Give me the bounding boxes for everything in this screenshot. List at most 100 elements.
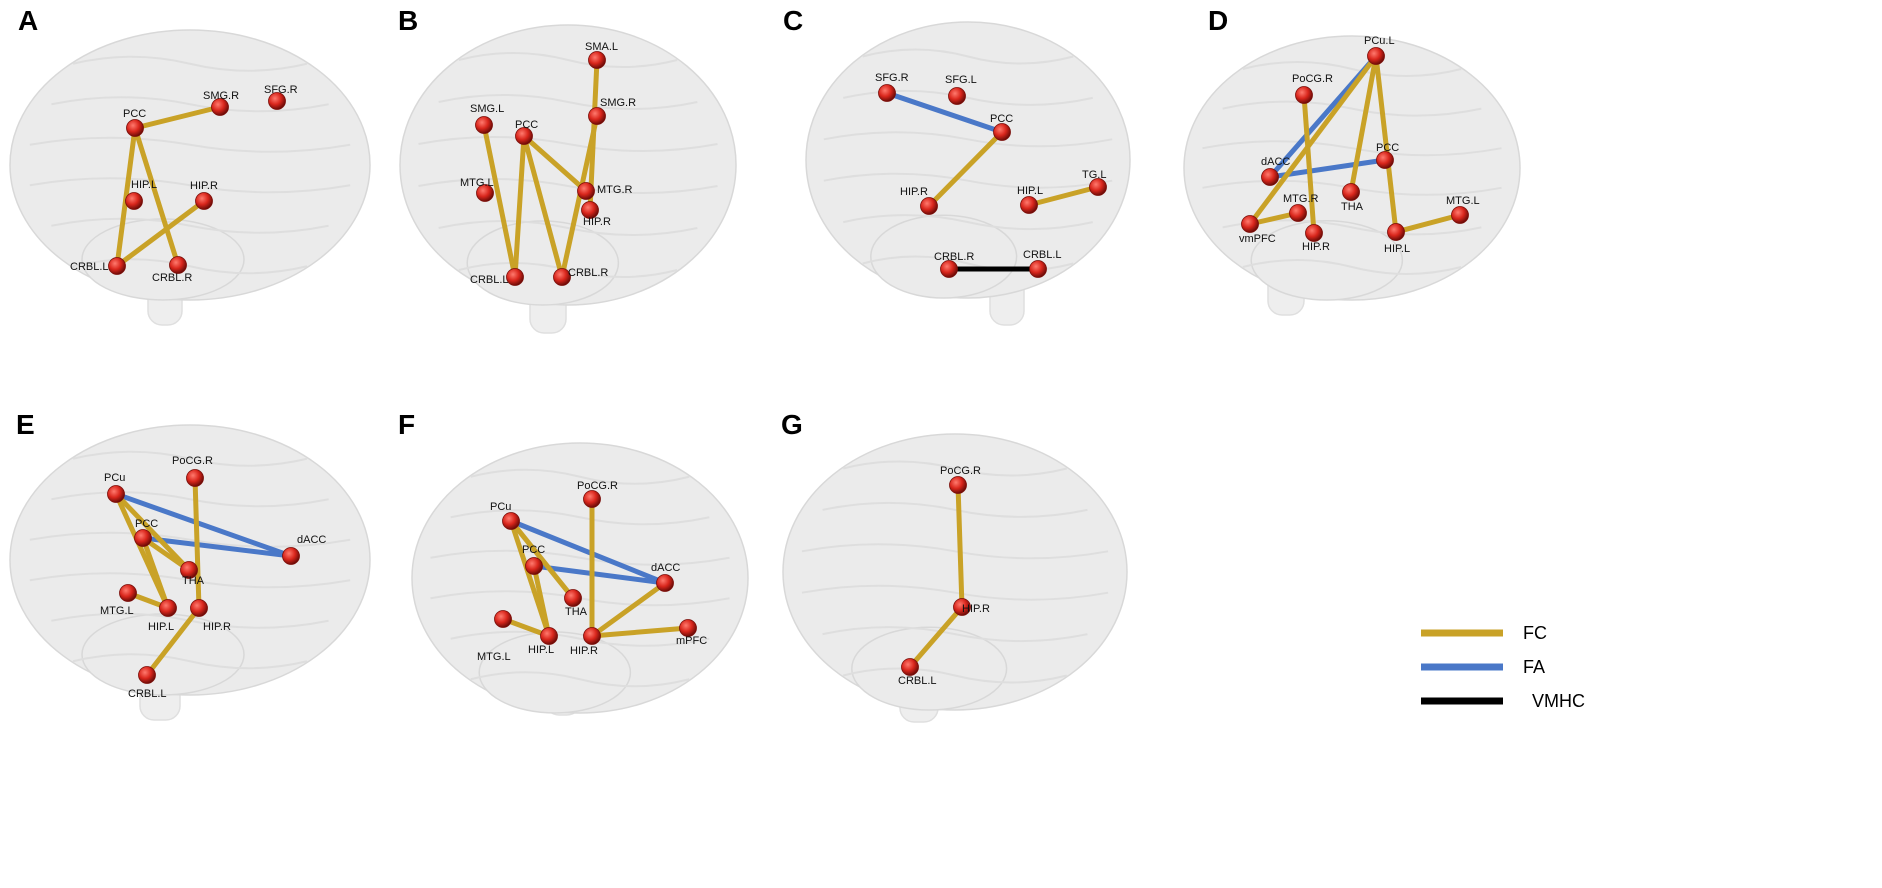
node-hip-r	[581, 201, 599, 219]
node-label-mtg-l: MTG.L	[460, 177, 494, 189]
panel-letter: B	[398, 5, 418, 36]
edge-fc-hip-r-crbl-l	[144, 605, 202, 678]
node-label-pcc: PCC	[123, 108, 146, 120]
node-hip-r	[920, 197, 938, 215]
edge-fa-pcu-dacc	[113, 491, 294, 559]
node-dacc	[1261, 168, 1279, 186]
edge-fc-pocg-r-hip-r	[955, 482, 965, 610]
node-pcc	[993, 123, 1011, 141]
node-label-sfg-l: SFG.L	[945, 74, 977, 86]
edge-fa-pcc-dacc	[531, 563, 668, 586]
node-label-mtg-l: MTG.L	[1446, 195, 1480, 207]
sulcus-line	[842, 667, 1068, 684]
sulcus-line	[842, 460, 1068, 477]
node-label-tg-l: TG.L	[1082, 169, 1106, 181]
sulcus-line	[801, 584, 1109, 601]
node-mtg-l	[119, 584, 137, 602]
node-pocg-r	[949, 476, 967, 494]
node-label-mtg-r: MTG.R	[1283, 193, 1318, 205]
node-crbl-l	[108, 257, 126, 275]
node-label-dacc: dACC	[1261, 156, 1290, 168]
node-label-smg-l: SMG.L	[470, 103, 504, 115]
node-label-pcc: PCC	[1376, 142, 1399, 154]
node-label-pcu-l: PCu.L	[1364, 35, 1395, 47]
sulcus-line	[72, 653, 308, 670]
edge-fc-pcc-hip-r	[926, 129, 1005, 209]
node-label-vmpfc: vmPFC	[1239, 233, 1276, 245]
edge-fc-hip-r-dacc	[589, 580, 668, 639]
cerebellum-shape	[851, 626, 1008, 711]
brain-silhouette	[399, 24, 737, 334]
cerebellum-shape	[1250, 220, 1404, 301]
node-label-hip-l: HIP.L	[131, 179, 157, 191]
sulcus-line	[450, 630, 710, 647]
panel-letter: A	[18, 5, 38, 36]
edge-fc-hip-r-crbl-l	[907, 604, 965, 670]
node-sfg-r	[878, 84, 896, 102]
node-hip-l	[1020, 196, 1038, 214]
node-label-pocg-r: PoCG.R	[1292, 73, 1333, 85]
node-hip-l	[159, 599, 177, 617]
node-label-sma-l: SMA.L	[585, 41, 618, 53]
node-smg-r	[588, 107, 606, 125]
node-mtg-r	[577, 182, 595, 200]
edge-fc-pcc-crbl-r	[521, 133, 565, 280]
node-pocg-r	[186, 469, 204, 487]
edge-fc-pcu-l-tha	[1348, 53, 1379, 195]
node-tha	[564, 589, 582, 607]
node-mpfc	[679, 619, 697, 637]
edge-fc-hip-l-tg-l	[1026, 184, 1101, 208]
sulcus-line	[823, 172, 1113, 189]
node-label-hip-r: HIP.R	[203, 621, 231, 633]
node-label-pocg-r: PoCG.R	[940, 465, 981, 477]
sulcus-line	[430, 549, 730, 566]
edge-fc-hip-l-mtg-l	[1393, 212, 1463, 235]
panel-letter: D	[1208, 5, 1228, 36]
node-tg-l	[1089, 178, 1107, 196]
brain-silhouette	[1183, 35, 1521, 316]
edge-fc-pcu-tha	[508, 518, 576, 601]
node-hip-l	[540, 627, 558, 645]
node-hip-l	[125, 192, 143, 210]
sulcus-line	[450, 509, 710, 526]
sulcus-line	[1242, 61, 1462, 77]
cerebellum-shape	[870, 214, 1018, 299]
node-label-pcc: PCC	[515, 119, 538, 131]
node-label-mtg-r: MTG.R	[597, 184, 632, 196]
edge-fc-pcc-hip-l	[140, 535, 171, 611]
node-label-dacc: dACC	[297, 534, 326, 546]
sulcus-line	[1242, 259, 1462, 275]
node-dacc	[282, 547, 300, 565]
node-label-pcc: PCC	[135, 518, 158, 530]
node-hip-r	[583, 627, 601, 645]
sulcus-line	[458, 52, 678, 68]
node-smg-l	[475, 116, 493, 134]
node-pcc	[515, 127, 533, 145]
node-mtg-l	[1451, 206, 1469, 224]
sulcus-line	[1202, 140, 1502, 157]
edge-fc-hip-r-mpfc	[589, 625, 691, 639]
panel-letter: C	[783, 5, 803, 36]
node-crbl-l	[901, 658, 919, 676]
node-label-crbl-r: CRBL.R	[934, 251, 974, 263]
node-label-pcu: PCu	[490, 501, 511, 513]
node-label-crbl-l: CRBL.L	[70, 261, 109, 273]
node-label-hip-r: HIP.R	[1302, 241, 1330, 253]
sulcus-line	[29, 572, 351, 589]
node-label-tha: THA	[1341, 201, 1364, 213]
node-hip-r	[953, 598, 971, 616]
sulcus-line	[418, 178, 718, 194]
node-label-mtg-l: MTG.L	[477, 651, 511, 663]
sulcus-line	[72, 55, 308, 72]
node-label-hip-r: HIP.R	[190, 180, 218, 192]
panel-letter: G	[781, 409, 803, 440]
node-label-dacc: dACC	[651, 562, 680, 574]
sulcus-line	[51, 96, 329, 113]
edge-fc-pcc-smg-r	[132, 104, 223, 131]
sulcus-line	[822, 626, 1088, 643]
legend-label-vmhc: VMHC	[1532, 691, 1585, 711]
